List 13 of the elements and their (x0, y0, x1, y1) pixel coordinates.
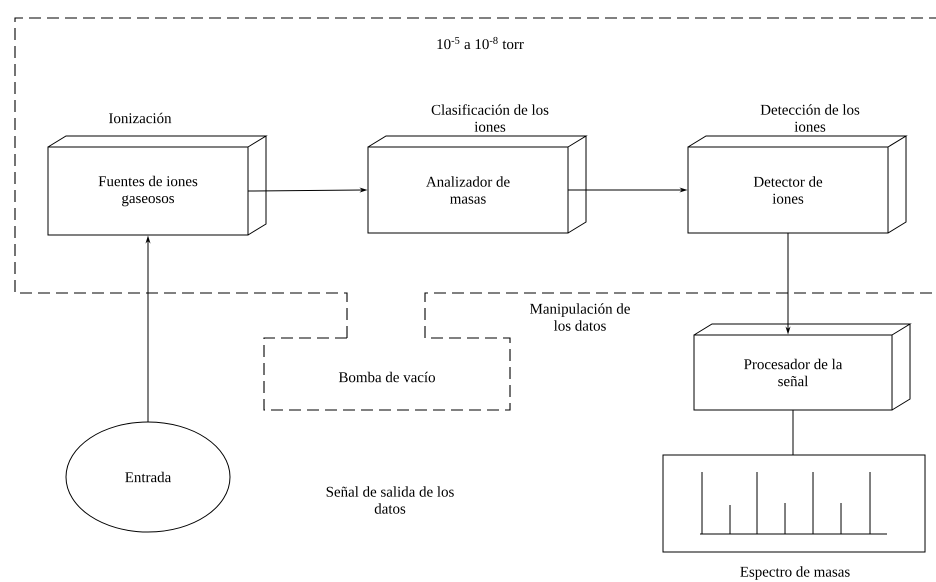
node-label: Detección de los iones (760, 104, 860, 132)
pump-box: Bomba de vacío (263, 337, 511, 411)
process-box: Fuentes de iones gaseosos (48, 136, 268, 236)
note: Manipulación de los datos (530, 303, 630, 331)
node-label: Espectro de masas (740, 566, 850, 580)
node-label: Ionización (109, 112, 172, 124)
process-box: Procesador de la señal (694, 324, 912, 410)
node-label: Clasificación de los iones (432, 104, 548, 132)
note: 10$^{-5}$ a 10$^{-8}$ torr (437, 36, 524, 50)
spectrum-box (662, 454, 926, 552)
process-box: Analizador de masas (368, 136, 588, 234)
note: Señal de salida de los datos (326, 486, 454, 514)
process-box: Detector de iones (688, 136, 908, 234)
